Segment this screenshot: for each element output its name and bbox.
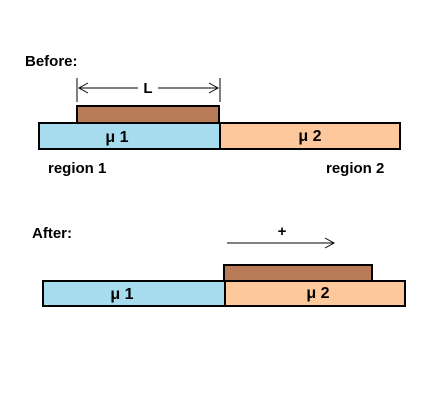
after-section: After: + μ 1 μ 2 [32, 223, 406, 307]
surface-region-2-before [219, 122, 401, 150]
surface-region-1-after [42, 280, 226, 307]
after-heading: After: [32, 225, 72, 242]
length-label-bg [138, 78, 158, 96]
block-before [76, 105, 220, 124]
surface-region-2-after [224, 280, 406, 307]
mu2-label-before: μ 2 [298, 128, 321, 145]
region2-label: region 2 [326, 160, 384, 177]
block-after [223, 264, 373, 282]
surface-region-1-before [38, 122, 221, 150]
mu1-label-before: μ 1 [105, 129, 128, 146]
before-section: Before: L μ 1 μ 2 region 1 region 2 [25, 53, 401, 177]
length-label: L [143, 80, 152, 97]
mu1-label-after: μ 1 [110, 286, 133, 303]
before-heading: Before: [25, 53, 78, 70]
mu2-label-after: μ 2 [306, 285, 329, 302]
direction-label: + [278, 223, 287, 240]
region1-label: region 1 [48, 160, 106, 177]
